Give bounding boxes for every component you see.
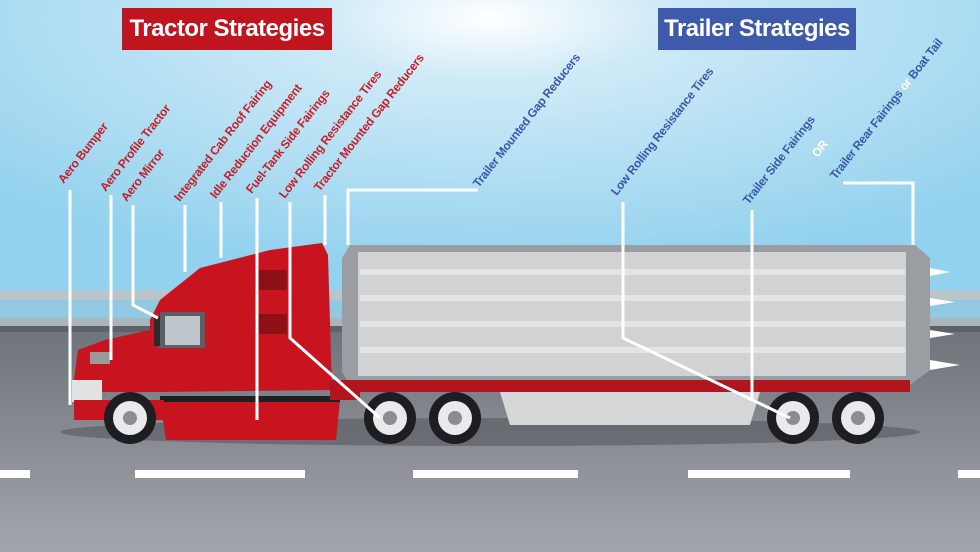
leader-lines	[68, 181, 915, 420]
wheels	[104, 392, 884, 444]
tractor	[72, 243, 360, 440]
trailer-strategies-header: Trailer Strategies	[658, 8, 856, 50]
trailer	[342, 245, 960, 425]
lane-markings	[0, 470, 980, 478]
tractor-strategies-header: Tractor Strategies	[122, 8, 332, 50]
